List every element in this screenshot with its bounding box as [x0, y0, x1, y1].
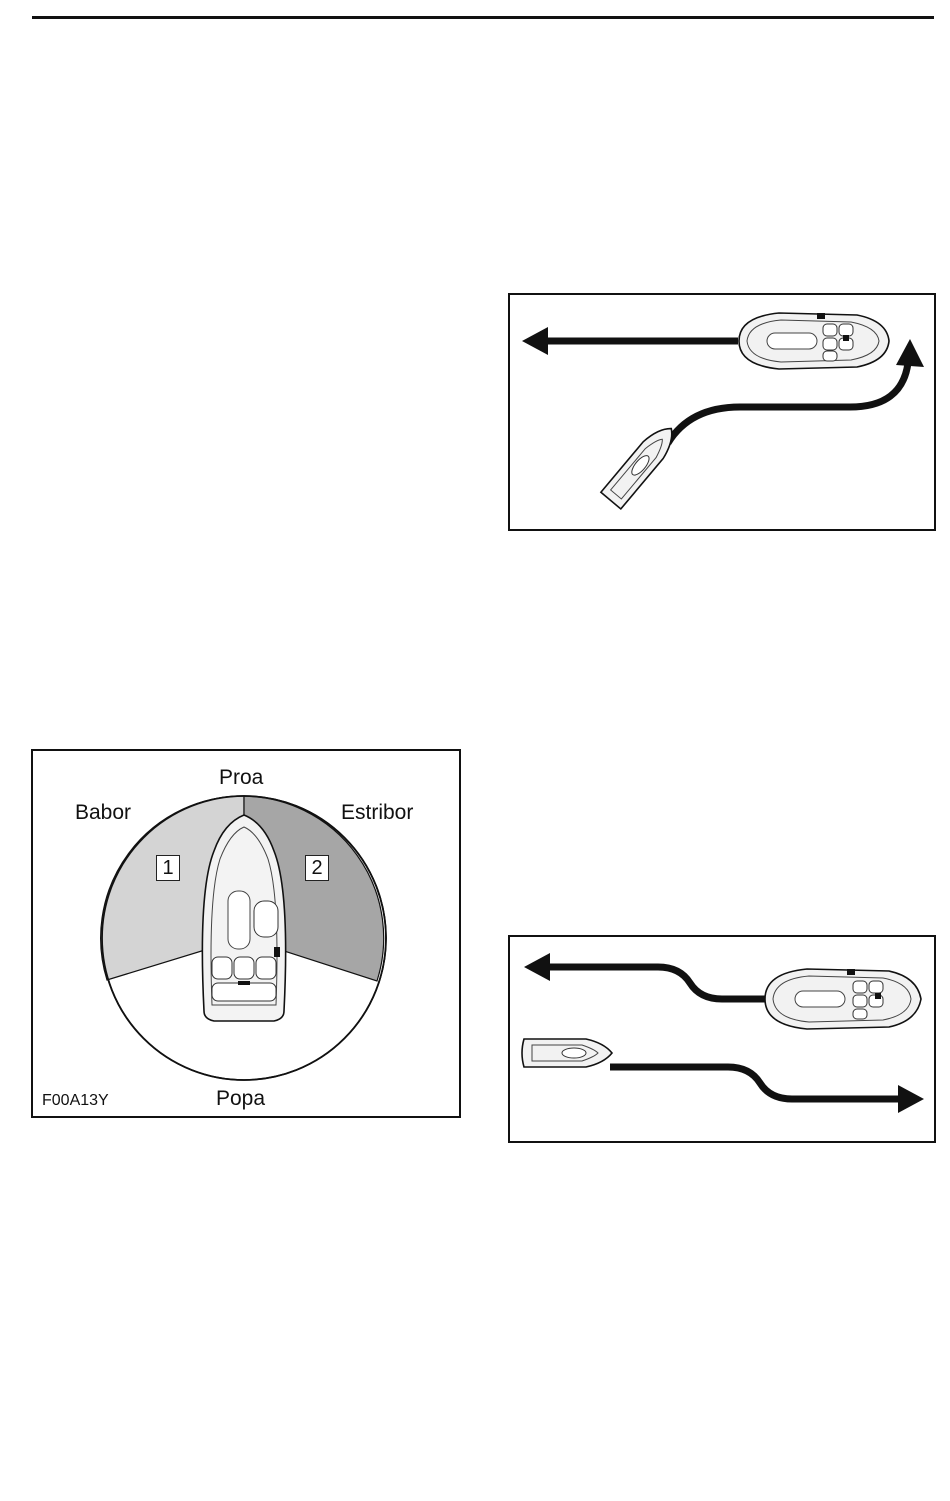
- figure-code: F00A13Y: [42, 1093, 109, 1109]
- sector-1-label: 1: [156, 855, 180, 881]
- label-port: Babor: [75, 802, 131, 823]
- label-stern: Popa: [216, 1088, 265, 1109]
- path-arrow-left: [548, 967, 766, 999]
- sector-2-label: 2: [305, 855, 329, 881]
- header-rule: [32, 16, 934, 19]
- boat-icon: [765, 969, 921, 1029]
- path-arrow-right: [610, 1067, 904, 1099]
- arrowhead-left: [524, 953, 550, 981]
- label-starboard: Estribor: [341, 802, 413, 823]
- arrowhead-up: [896, 339, 924, 367]
- figure-crossing-paths: [508, 293, 936, 531]
- figure-sector-diagram: Proa Babor Estribor Popa 1 2 F00A13Y: [31, 749, 461, 1118]
- arrowhead-left: [522, 327, 548, 355]
- arrowhead-right: [898, 1085, 924, 1113]
- boat-icon: [739, 313, 889, 369]
- figure-head-on-passing: [508, 935, 936, 1143]
- path-curved-up: [668, 363, 908, 443]
- watercraft-icon: [601, 420, 681, 509]
- watercraft-icon: [522, 1039, 612, 1067]
- label-bow: Proa: [219, 767, 263, 788]
